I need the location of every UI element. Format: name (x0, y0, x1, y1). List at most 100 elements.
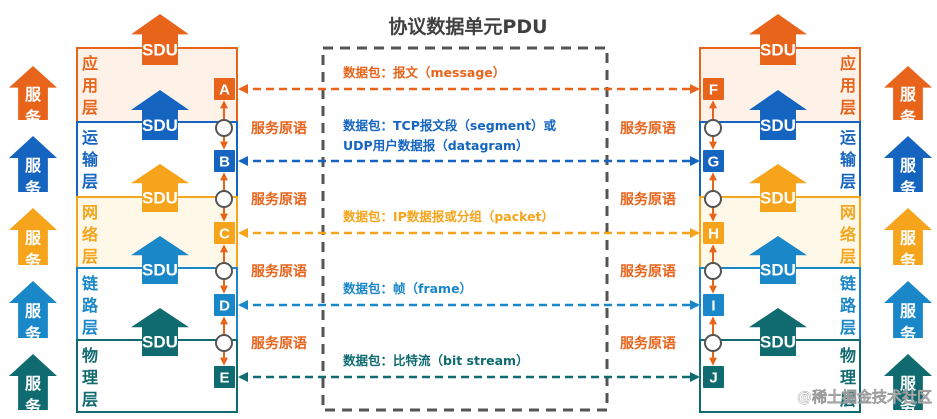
left-sap-1 (215, 172, 233, 222)
right-layer-name-link-2: 层 (840, 318, 856, 337)
left-service-arrow-transport-char-1: 务 (25, 179, 42, 198)
right-sdu-arrow-physical: SDU (749, 308, 807, 356)
left-layer-name-physical-0: 物 (82, 346, 98, 365)
right-service-arrow-network: 服务 (884, 208, 932, 271)
left-service-arrow-physical-char-0: 服 (25, 374, 42, 393)
left-sap-0 (215, 100, 233, 150)
left-layer-name-physical-2: 层 (82, 390, 98, 409)
right-primitive-label-1: 服务原语 (620, 191, 676, 208)
left-sap-3 (215, 316, 233, 366)
left-primitive-label-2: 服务原语 (251, 263, 307, 280)
left-primitive-label-1: 服务原语 (251, 191, 307, 208)
left-layer-name-transport-0: 运 (82, 128, 98, 147)
left-layer-name-link-1: 路 (82, 296, 99, 315)
left-service-arrow-link: 服务 (9, 281, 57, 344)
left-service-arrow-app-char-0: 服 (25, 85, 42, 104)
right-service-arrow-app: 服务 (884, 66, 932, 127)
right-layer-name-link-0: 链 (840, 274, 857, 293)
left-service-arrow-transport: 服务 (9, 136, 57, 198)
right-service-arrow-link: 服务 (884, 281, 932, 344)
right-layer-name-physical-0: 物 (840, 346, 856, 365)
right-layer-name-physical-1: 理 (840, 368, 856, 387)
diagram-title: 协议数据单元PDU (388, 15, 547, 38)
right-node-H: H (703, 222, 724, 244)
left-sdu-arrow-physical-label: SDU (142, 333, 178, 352)
left-service-arrow-app: 服务 (9, 66, 57, 127)
left-layer-name-app-0: 应 (82, 54, 98, 73)
right-sap-2 (704, 244, 722, 294)
right-service-arrow-transport: 服务 (884, 136, 932, 198)
left-sdu-arrow-app-label: SDU (142, 41, 178, 60)
right-layer-name-transport-1: 输 (840, 150, 857, 169)
left-layer-name-transport-1: 输 (82, 150, 99, 169)
right-sdu-arrow-transport: SDU (749, 90, 807, 140)
left-node-C: C (214, 222, 235, 244)
left-service-arrow-link-char-0: 服 (25, 302, 42, 321)
left-layer-name-network-0: 网 (82, 203, 98, 222)
watermark: @稀土掘金技术社区 (797, 388, 932, 406)
right-sap-0 (704, 100, 722, 150)
right-sdu-arrow-network-label: SDU (760, 189, 796, 208)
right-layer-name-network-0: 网 (840, 203, 856, 222)
pdu-label-link: 数据包：帧（frame） (342, 281, 472, 296)
left-node-D: D (214, 294, 235, 316)
right-service-arrow-transport-char-0: 服 (900, 156, 917, 175)
left-service-arrow-network: 服务 (9, 208, 57, 271)
left-sdu-arrow-physical: SDU (131, 308, 189, 356)
right-sap-3 (704, 316, 722, 366)
left-sap-2 (215, 244, 233, 294)
left-sdu-arrow-link: SDU (131, 236, 189, 284)
right-service-arrow-app-char-0: 服 (900, 85, 917, 104)
left-service-arrow-physical-char-1: 务 (25, 397, 42, 416)
right-sdu-arrow-physical-label: SDU (760, 333, 796, 352)
pdu-label-network: 数据包：IP数据报或分组（packet） (342, 209, 554, 224)
left-layer-name-network-2: 层 (82, 247, 98, 266)
right-service-arrow-network-char-0: 服 (900, 229, 917, 248)
right-layer-name-link-1: 路 (840, 296, 857, 315)
left-primitive-label-3: 服务原语 (251, 335, 307, 352)
right-node-label-G: G (708, 154, 720, 171)
right-sdu-arrow-app: SDU (749, 14, 807, 65)
right-primitive-label-3: 服务原语 (620, 335, 676, 352)
left-sdu-arrow-app: SDU (131, 14, 189, 65)
right-service-arrow-app-char-1: 务 (900, 108, 917, 127)
left-layer-name-link-0: 链 (82, 274, 99, 293)
left-sdu-arrow-transport: SDU (131, 90, 189, 140)
right-layer-name-app-0: 应 (840, 54, 856, 73)
right-node-label-F: F (709, 82, 718, 99)
right-primitive-label-2: 服务原语 (620, 263, 676, 280)
pdu-label-transport-1: UDP用户数据报（datagram） (343, 138, 529, 153)
left-node-label-A: A (219, 82, 230, 99)
right-service-arrow-network-char-1: 务 (900, 252, 917, 271)
right-sdu-arrow-transport-label: SDU (760, 116, 796, 135)
left-sdu-arrow-link-label: SDU (142, 261, 178, 280)
left-primitive-label-0: 服务原语 (251, 120, 307, 137)
left-service-arrow-transport-char-0: 服 (25, 156, 42, 175)
right-node-F: F (703, 78, 724, 100)
right-node-label-H: H (708, 226, 719, 243)
left-layer-name-link-2: 层 (82, 318, 98, 337)
right-layer-name-app-2: 层 (840, 98, 856, 117)
right-layer-name-network-2: 层 (840, 247, 856, 266)
left-layer-name-transport-2: 层 (82, 172, 98, 191)
left-service-arrow-physical: 服务 (9, 354, 57, 416)
left-node-label-B: B (219, 154, 230, 171)
left-service-arrow-network-char-1: 务 (25, 252, 42, 271)
pdu-label-app: 数据包：报文（message） (342, 65, 505, 80)
left-node-label-E: E (219, 370, 229, 387)
right-service-arrow-physical-char-0: 服 (900, 374, 917, 393)
left-layer-name-app-1: 用 (82, 76, 98, 95)
right-service-arrow-transport-char-1: 务 (900, 179, 917, 198)
left-layer-name-network-1: 络 (82, 225, 98, 244)
left-node-label-C: C (219, 226, 230, 243)
left-node-label-D: D (219, 298, 230, 315)
left-layer-name-physical-1: 理 (82, 368, 98, 387)
right-sdu-arrow-link: SDU (749, 236, 807, 284)
right-sdu-arrow-network: SDU (749, 164, 807, 212)
right-node-G: G (703, 150, 724, 172)
right-layer-name-transport-2: 层 (840, 172, 856, 191)
right-service-arrow-link-char-1: 务 (900, 325, 917, 344)
right-layer-name-physical-2: 层 (840, 390, 856, 409)
pdu-label-transport-0: 数据包：TCP报文段（segment）或 (342, 118, 557, 133)
